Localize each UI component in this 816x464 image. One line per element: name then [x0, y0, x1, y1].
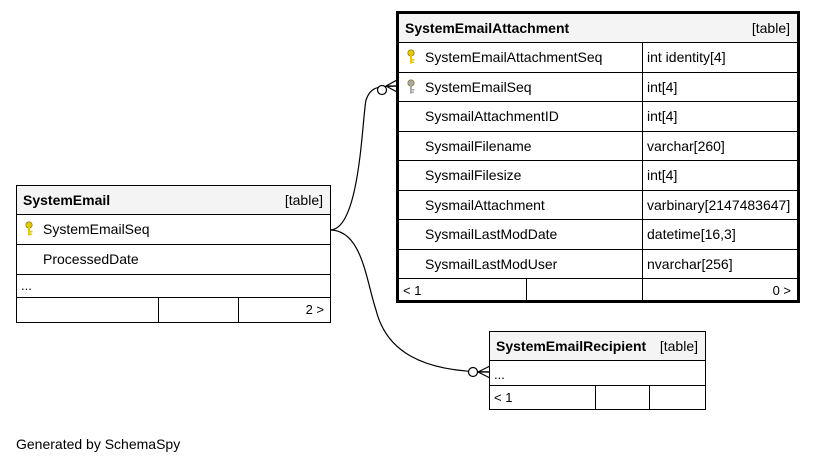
footer-cell [526, 279, 527, 301]
column-row[interactable]: SysmailFilename varchar[260] [399, 131, 797, 161]
crowfoot-attachment [385, 79, 398, 93]
relationship-email-attachment [329, 85, 398, 231]
column-row[interactable]: SysmailAttachment varbinary[2147483647] [399, 190, 797, 220]
primary-key-icon [407, 49, 415, 64]
foreign-key-icon [407, 78, 415, 93]
table-system-email-recipient[interactable]: SystemEmailRecipient [table] ... < 1 [489, 331, 706, 410]
table-footer: < 1 [490, 385, 705, 410]
table-header[interactable]: SystemEmailAttachment [table] [399, 14, 797, 43]
column-row[interactable]: SysmailLastModDate datetime[16,3] [399, 220, 797, 250]
footer-cell [642, 279, 643, 301]
more-columns: ... [494, 367, 505, 382]
column-type: varchar[260] [642, 131, 797, 160]
column-name: SystemEmailSeq [425, 78, 532, 95]
table-kind: [table] [284, 192, 323, 208]
column-type: int[4] [642, 161, 797, 190]
crowfoot-recipient [477, 365, 491, 379]
column-type: int identity[4] [642, 43, 797, 72]
table-system-email-attachment[interactable]: SystemEmailAttachment [table] SystemEmai… [396, 11, 800, 303]
column-type: varbinary[2147483647] [642, 190, 797, 219]
column-row[interactable]: SysmailLastModUser nvarchar[256] [399, 249, 797, 279]
table-name[interactable]: SystemEmailAttachment [405, 20, 570, 36]
primary-key-icon [25, 221, 33, 236]
children-count[interactable]: 2 > [305, 302, 324, 317]
table-header[interactable]: SystemEmail [table] [17, 186, 330, 215]
footer-cell [158, 298, 159, 323]
table-header[interactable]: SystemEmailRecipient [table] [490, 332, 705, 361]
more-columns: ... [21, 278, 32, 293]
table-footer: < 1 0 > [399, 279, 797, 301]
column-type: datetime[16,3] [642, 220, 797, 249]
parents-count[interactable]: < 1 [494, 390, 513, 405]
column-name: SysmailLastModUser [425, 255, 558, 272]
column-name: SysmailFilename [425, 137, 532, 154]
column-row[interactable]: SystemEmailSeq [17, 215, 330, 245]
column-row[interactable]: SystemEmailAttachmentSeq int identity[4] [399, 43, 797, 73]
column-row[interactable]: SysmailFilesize int[4] [399, 161, 797, 191]
column-name: SysmailLastModDate [425, 226, 558, 242]
column-type: nvarchar[256] [642, 249, 797, 278]
relationship-email-recipient [329, 229, 491, 373]
table-name[interactable]: SystemEmailRecipient [496, 338, 647, 354]
table-kind: [table] [659, 338, 698, 354]
table-footer: 2 > [17, 297, 330, 323]
footer-cell [649, 386, 650, 410]
footer-cell [595, 386, 596, 410]
column-name: SystemEmailAttachmentSeq [425, 49, 603, 65]
column-name: SysmailAttachment [425, 196, 545, 213]
column-name: SysmailAttachmentID [425, 108, 559, 124]
children-count[interactable]: 0 > [772, 283, 791, 298]
zero-many-marker-recipient [467, 366, 479, 378]
column-type: int[4] [642, 102, 797, 131]
column-row[interactable]: ProcessedDate [17, 245, 330, 275]
column-name: SystemEmailSeq [43, 221, 150, 237]
footer-cell [238, 298, 239, 323]
column-row[interactable]: SystemEmailSeq int[4] [399, 72, 797, 102]
table-kind: [table] [751, 20, 790, 36]
zero-many-marker-attachment [376, 84, 388, 96]
column-name: SysmailFilesize [425, 167, 522, 183]
generated-by-credit: Generated by SchemaSpy [16, 436, 181, 452]
column-name: ProcessedDate [43, 251, 139, 267]
table-name[interactable]: SystemEmail [23, 192, 111, 208]
column-type: int[4] [642, 72, 797, 101]
parents-count[interactable]: < 1 [403, 283, 422, 298]
column-row[interactable]: SysmailAttachmentID int[4] [399, 102, 797, 132]
